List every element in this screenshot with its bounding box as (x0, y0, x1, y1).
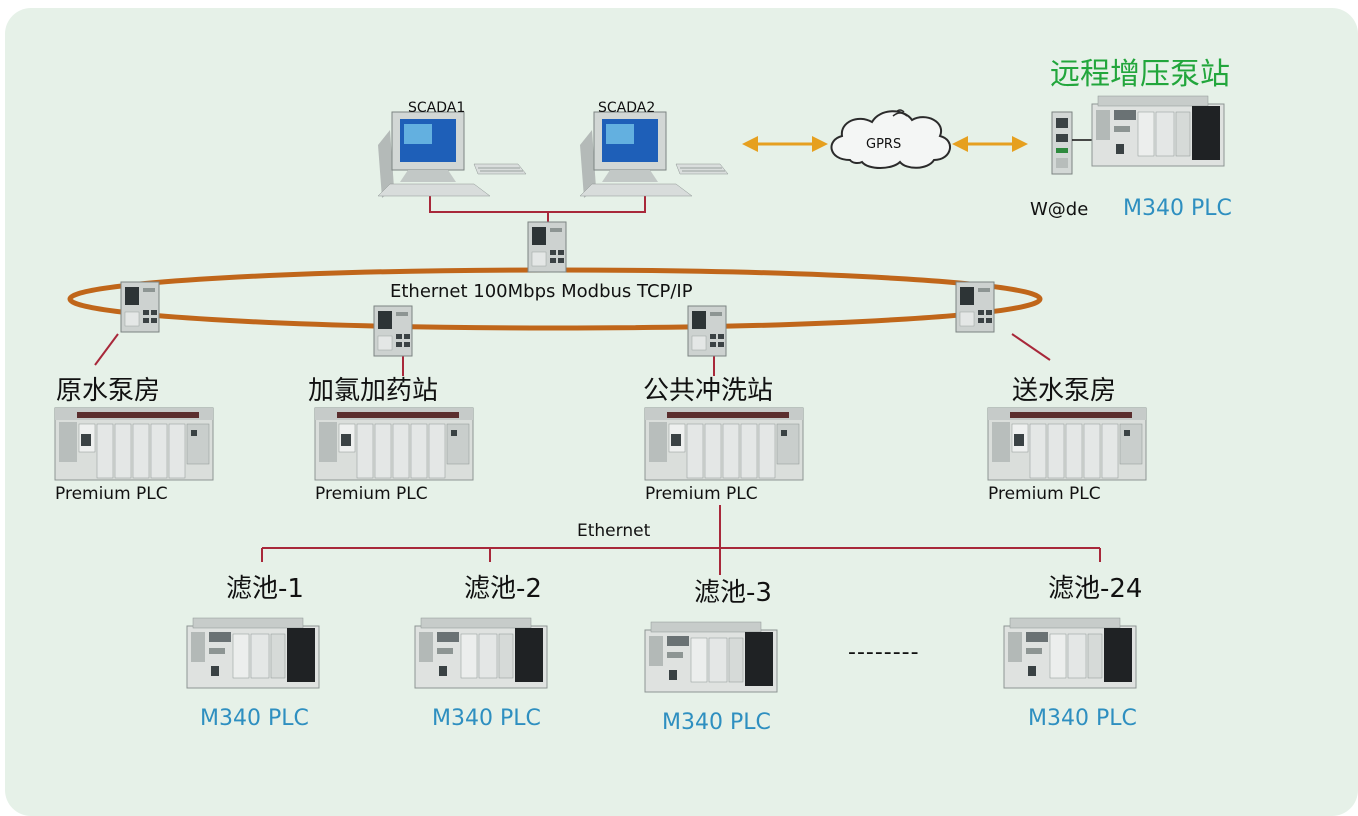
more-filters-ellipsis: -------- (848, 640, 920, 665)
scada-links (429, 196, 646, 222)
switch-icon-3 (687, 305, 727, 357)
filter-m340-plc-icon-24 (1003, 617, 1137, 689)
filter-plc-label-2: M340 PLC (432, 706, 541, 731)
filter-name-3: 滤池-3 (694, 578, 772, 608)
station-name-2: 加氯加药站 (308, 376, 439, 406)
gprs-label: GPRS (866, 137, 902, 152)
remote-station-title: 远程增压泵站 (1050, 57, 1230, 92)
gprs-link-arrows (742, 136, 1028, 152)
wade-label: W@de (1030, 199, 1089, 220)
filter-bus (261, 505, 1101, 575)
gprs-cloud (830, 109, 951, 169)
switch-icon-1 (120, 281, 160, 333)
filter-m340-plc-icon-2 (414, 617, 548, 689)
core-switch-icon (527, 221, 567, 273)
filter-name-24: 滤池-24 (1048, 574, 1143, 604)
scada2-computer (579, 111, 729, 199)
premium-plc-icon-4 (987, 407, 1147, 481)
filter-name-1: 滤池-1 (226, 574, 304, 604)
filter-m340-plc-icon-1 (186, 617, 320, 689)
remote-plc-label: M340 PLC (1123, 196, 1232, 221)
filter-plc-label-1: M340 PLC (200, 706, 309, 731)
scada1-label: SCADA1 (408, 100, 466, 116)
scada1-computer (377, 111, 527, 199)
premium-plc-icon-2 (314, 407, 474, 481)
station-plc-label-3: Premium PLC (645, 484, 758, 504)
station-plc-label-1: Premium PLC (55, 484, 168, 504)
filter-name-2: 滤池-2 (464, 574, 542, 604)
station-name-1: 原水泵房 (56, 376, 161, 406)
filter-m340-plc-icon-3 (644, 621, 778, 693)
switch-icon-4 (955, 281, 995, 333)
sub-network-label: Ethernet (577, 521, 651, 541)
wade-modem-icon (1051, 111, 1073, 175)
station-links (94, 333, 1051, 376)
filter-plc-label-24: M340 PLC (1028, 706, 1137, 731)
remote-m340-plc-icon (1091, 95, 1225, 167)
station-plc-label-4: Premium PLC (988, 484, 1101, 504)
premium-plc-icon-3 (644, 407, 804, 481)
scada2-label: SCADA2 (598, 100, 656, 116)
station-name-4: 送水泵房 (1012, 376, 1117, 406)
premium-plc-icon-1 (54, 407, 214, 481)
filter-plc-label-3: M340 PLC (662, 710, 771, 735)
ring-label: Ethernet 100Mbps Modbus TCP/IP (390, 281, 693, 302)
station-name-3: 公共冲洗站 (643, 376, 774, 406)
station-plc-label-2: Premium PLC (315, 484, 428, 504)
switch-icon-2 (373, 305, 413, 357)
